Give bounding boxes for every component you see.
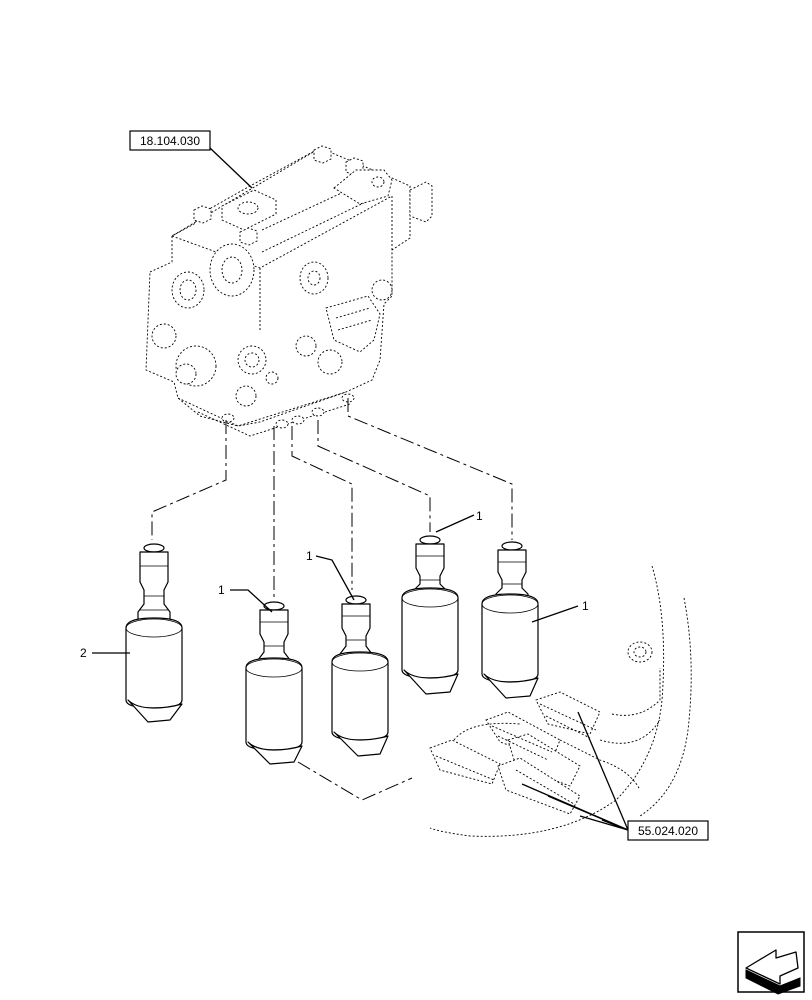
callout-item-2: 2 (80, 646, 87, 660)
callout-item-1-d: 1 (582, 599, 589, 613)
wiring-harness (429, 565, 692, 837)
solenoid-valve-1d (481, 541, 539, 699)
solenoid-valve-1b (331, 595, 389, 757)
next-page-arrow-icon[interactable] (737, 931, 805, 995)
solenoid-valve-2 (125, 543, 183, 723)
reference-box-harness: 55.024.020 (627, 820, 709, 841)
callout-item-1-a: 1 (218, 583, 225, 597)
alignment-lines (151, 398, 513, 801)
callout-item-1-b: 1 (306, 549, 313, 563)
reference-label-top: 18.104.030 (140, 134, 200, 148)
reference-box-top: 18.104.030 (129, 130, 211, 151)
valve-block-assembly (145, 145, 433, 437)
solenoid-valve-1a (245, 601, 303, 765)
solenoid-valve-1c (401, 535, 459, 695)
leader-lines (92, 147, 629, 831)
reference-label-harness: 55.024.020 (638, 824, 698, 838)
callout-item-1-c: 1 (476, 509, 483, 523)
